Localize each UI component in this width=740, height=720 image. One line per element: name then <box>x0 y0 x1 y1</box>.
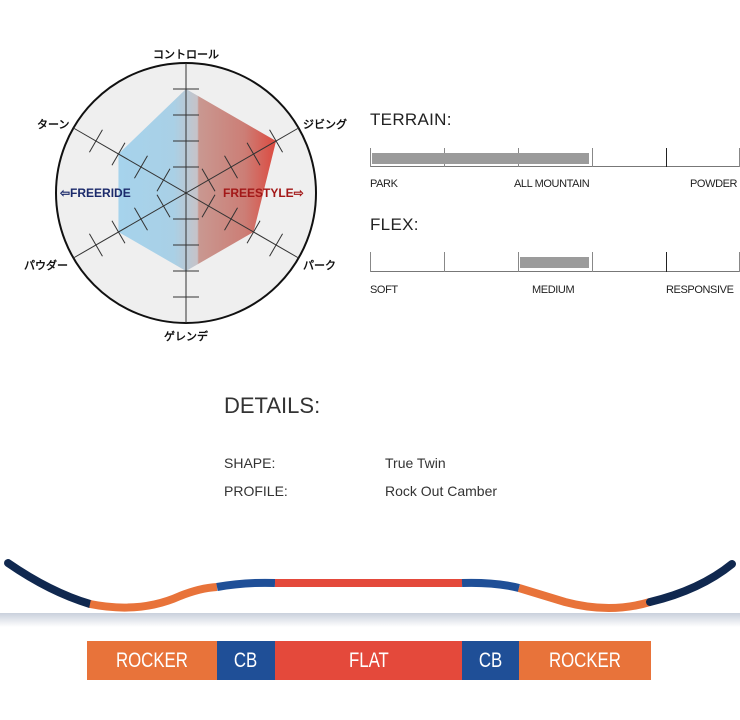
radar-tick <box>201 168 216 192</box>
freeride-label: ⇦FREERIDE <box>60 186 131 200</box>
scale-baseline <box>370 271 740 272</box>
scale-tick <box>666 148 667 167</box>
radar-tick <box>156 194 171 218</box>
terrain-label-powder: POWDER <box>690 178 738 190</box>
segment-cb-left: CB <box>217 641 275 680</box>
board-tip-right <box>646 560 736 606</box>
radar-tick <box>111 220 126 244</box>
radar-tick <box>224 155 238 179</box>
scale-baseline <box>370 166 740 167</box>
radar-tick <box>246 220 261 244</box>
details-title: DETAILS: <box>224 393 321 418</box>
terrain-label-all-mountain: ALL MOUNTAIN <box>514 178 590 190</box>
axis-label-control: コントロール <box>153 49 219 61</box>
scale-tick <box>592 148 593 167</box>
flex-label-soft: SOFT <box>370 284 398 296</box>
radar-tick <box>224 207 238 231</box>
segment-flat: FLAT <box>275 641 462 680</box>
radar-tick <box>89 129 103 153</box>
profile-value: Rock Out Camber <box>385 483 498 499</box>
radar-axis-line <box>73 127 299 259</box>
scale-tick <box>518 252 519 272</box>
radar-tick <box>111 142 126 166</box>
scale-tick <box>370 148 371 167</box>
scale-fill <box>520 257 589 268</box>
flex-label-responsive: RESPONSIVE <box>666 284 734 296</box>
shape-value: True Twin <box>385 455 446 471</box>
board-rocker-right <box>517 584 652 612</box>
profile-key: PROFILE: <box>224 483 288 499</box>
radar-polygon <box>118 89 277 271</box>
axis-label-park: パーク <box>303 260 336 272</box>
board-tip-left <box>4 559 94 608</box>
radar-tick <box>134 207 148 231</box>
board-rocker-left <box>89 583 218 612</box>
scale-tick <box>666 252 667 272</box>
scale-tick <box>592 252 593 272</box>
radar-tick <box>246 142 261 166</box>
radar-tick <box>269 233 283 257</box>
board-profile-illustration <box>0 559 740 627</box>
board-cb-right <box>461 578 520 592</box>
scale-tick <box>444 252 445 272</box>
radar-tick <box>134 155 148 179</box>
axis-label-gelande: ゲレンデ <box>164 331 208 343</box>
terrain-label-park: PARK <box>370 178 398 190</box>
terrain-title: TERRAIN: <box>370 110 452 129</box>
segment-cb-right: CB <box>462 641 519 680</box>
radar-tick <box>269 129 283 153</box>
scale-tick <box>370 252 371 272</box>
radar-tick <box>201 194 216 218</box>
segment-rocker-left: ROCKER <box>87 641 217 680</box>
flex-bar <box>370 252 740 272</box>
scale-fill <box>372 153 589 164</box>
freestyle-label: FREESTYLE⇨ <box>223 186 304 200</box>
axis-label-powder: パウダー <box>24 260 68 272</box>
radar-tick <box>89 233 103 257</box>
axis-label-jibbing: ジビング <box>303 119 347 131</box>
radar-tick <box>156 168 171 192</box>
radar-chart <box>55 62 317 324</box>
terrain-bar <box>370 148 740 167</box>
flex-label-medium: MEDIUM <box>532 284 575 296</box>
segment-rocker-right: ROCKER <box>519 641 651 680</box>
board-cb-left <box>216 578 276 591</box>
flex-title: FLEX: <box>370 215 419 234</box>
axis-label-turn: ターン <box>37 119 70 131</box>
board-shadow <box>0 613 740 627</box>
shape-key: SHAPE: <box>224 455 276 471</box>
